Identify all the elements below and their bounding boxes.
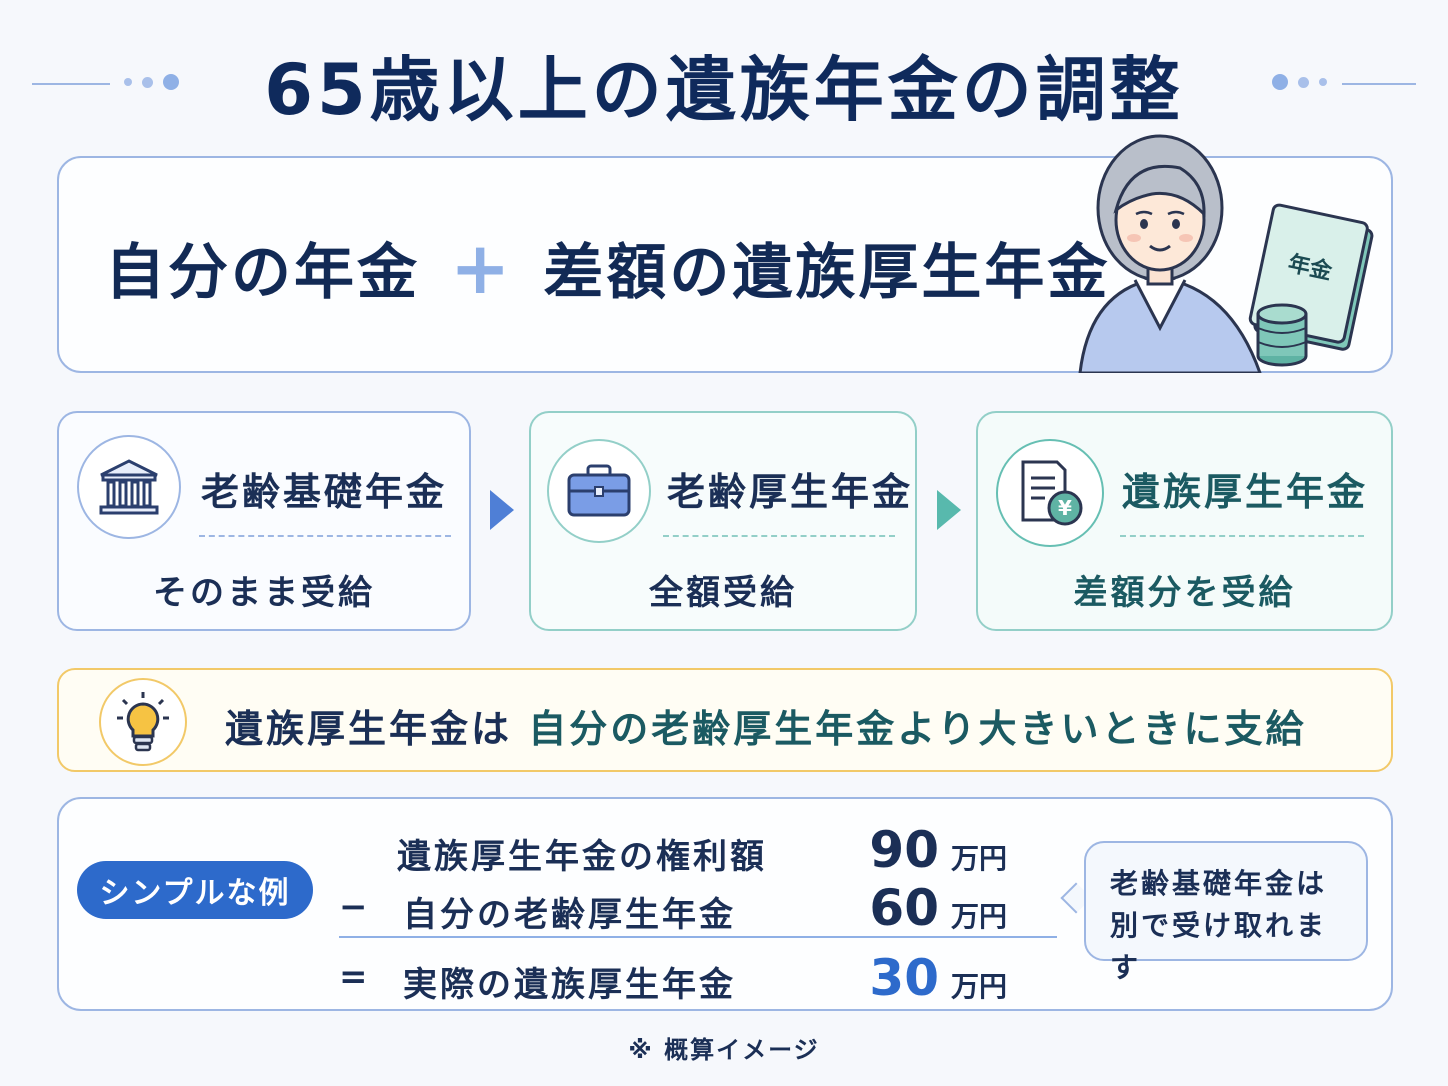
step-card-basic-pension: 老齢基礎年金 そのまま受給 — [57, 411, 471, 631]
calc-unit: 万円 — [951, 970, 1008, 1003]
step-title: 老齢基礎年金 — [201, 470, 448, 514]
elderly-woman-illustration: 年金 — [1078, 134, 1374, 373]
dashed-divider — [663, 535, 895, 537]
bank-icon — [77, 435, 181, 539]
calc-value: 60 — [869, 879, 939, 937]
title-dots-right — [1272, 74, 1327, 90]
calc-label: 実際の遺族厚生年金 — [403, 965, 736, 1005]
step-card-employee-pension: 老齢厚生年金 全額受給 — [529, 411, 917, 631]
step-subtitle: 全額受給 — [649, 573, 797, 613]
calc-row-own-pension: − 自分の老齢厚生年金 60 万円 — [59, 879, 1059, 937]
calc-row-entitlement: 遺族厚生年金の権利額 90 万円 — [59, 821, 1059, 879]
condition-subject: 遺族厚生年金は — [225, 707, 513, 751]
hero-formula: 自分の年金 + 差額の遺族厚生年金 — [105, 224, 1110, 311]
calc-unit: 万円 — [951, 842, 1008, 875]
hero-own-pension: 自分の年金 — [105, 238, 420, 308]
step-title: 老齢厚生年金 — [667, 470, 914, 514]
bubble-line: 老齢基礎年金は — [1110, 867, 1328, 900]
calc-value: 90 — [869, 821, 939, 879]
arrow-right-icon — [490, 490, 514, 530]
speech-bubble: 老齢基礎年金は 別で受け取れます — [1084, 841, 1368, 984]
step-subtitle: そのまま受給 — [153, 573, 375, 613]
footnote: ※ 概算イメージ — [628, 1036, 820, 1064]
document-yen-icon: ¥ — [996, 439, 1104, 547]
calc-row-result: = 実際の遺族厚生年金 30 万円 — [59, 949, 1059, 1007]
dashed-divider — [1120, 535, 1364, 537]
calc-label: 自分の老齢厚生年金 — [403, 895, 736, 935]
step-card-survivor-pension: ¥ 遺族厚生年金 差額分を受給 — [976, 411, 1393, 631]
title-line-left — [32, 83, 110, 85]
calc-divider — [339, 936, 1057, 938]
minus-operator: − — [339, 887, 368, 927]
equals-operator: = — [339, 957, 368, 997]
step-subtitle: 差額分を受給 — [1073, 573, 1296, 613]
page-title: 65歳以上の遺族年金の調整 — [264, 49, 1184, 131]
calc-value: 30 — [869, 949, 939, 1007]
calc-label: 遺族厚生年金の権利額 — [397, 837, 767, 877]
title-line-right — [1342, 83, 1416, 85]
hero-survivor-pension: 差額の遺族厚生年金 — [543, 238, 1111, 308]
example-card: シンプルな例 遺族厚生年金の権利額 90 万円 − 自分の老齢厚生年金 60 万… — [57, 797, 1393, 1011]
lightbulb-icon — [99, 678, 187, 766]
calc-unit: 万円 — [951, 900, 1008, 933]
title-row: 65歳以上の遺族年金の調整 — [0, 28, 1448, 138]
arrow-right-icon — [937, 490, 961, 530]
condition-highlight: 自分の老齢厚生年金より大きいときに支給 — [528, 707, 1307, 751]
step-title: 遺族厚生年金 — [1122, 470, 1369, 514]
example-badge: シンプルな例 — [77, 861, 313, 919]
plus-icon: + — [450, 225, 514, 310]
condition-note-card: 遺族厚生年金は 自分の老齢厚生年金より大きいときに支給 — [57, 668, 1393, 772]
title-dots-left — [124, 74, 179, 90]
condition-text: 遺族厚生年金は 自分の老齢厚生年金より大きいときに支給 — [225, 698, 1307, 753]
svg-text:¥: ¥ — [1058, 496, 1072, 520]
briefcase-icon — [547, 439, 651, 543]
bubble-line: 別で受け取れます — [1110, 909, 1328, 984]
dashed-divider — [199, 535, 451, 537]
